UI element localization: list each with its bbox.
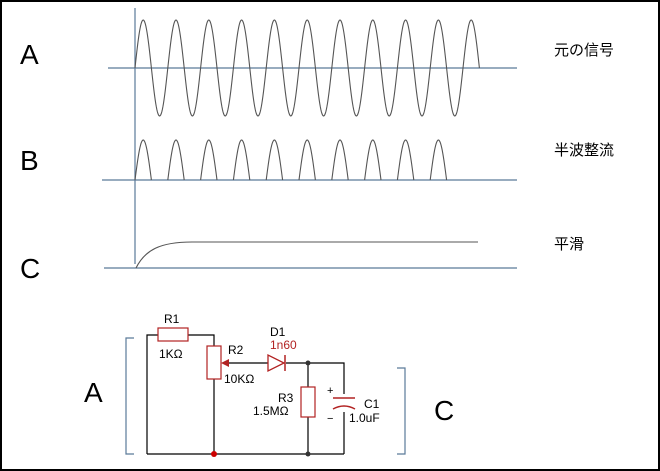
waveform-b-letter: B bbox=[20, 145, 39, 176]
r1-name: R1 bbox=[164, 312, 180, 326]
waveform-b-group: B 半波整流 bbox=[20, 139, 614, 181]
junction-top-r3 bbox=[305, 360, 311, 366]
waveform-c-letter: C bbox=[20, 253, 40, 284]
circuit-output-letter: C bbox=[434, 395, 454, 426]
d1-value: 1n60 bbox=[270, 338, 297, 352]
waveform-a-label: 元の信号 bbox=[554, 41, 614, 59]
circuit-wires bbox=[146, 334, 345, 455]
waveform-b-halfwave bbox=[134, 139, 448, 181]
waveform-c-group: C 平滑 bbox=[20, 235, 584, 284]
waveform-c-smoothed bbox=[135, 241, 478, 269]
waveform-a-sine bbox=[134, 19, 480, 117]
resistor-r3 bbox=[300, 386, 316, 418]
waveform-c-label: 平滑 bbox=[554, 235, 584, 253]
r3-name: R3 bbox=[278, 391, 294, 405]
capacitor-plus-sign: + bbox=[327, 385, 333, 397]
circuit-input-letter: A bbox=[84, 377, 103, 408]
r3-value: 1.5MΩ bbox=[253, 404, 289, 418]
r2-name: R2 bbox=[228, 343, 244, 357]
capacitor-minus-sign: − bbox=[327, 413, 333, 425]
junction-ground-r3 bbox=[305, 451, 311, 457]
r2-value: 10KΩ bbox=[224, 372, 254, 386]
c1-name: C1 bbox=[364, 397, 380, 411]
diode-d1 bbox=[267, 353, 286, 373]
capacitor-plate-bottom bbox=[332, 405, 356, 410]
output-bracket bbox=[397, 367, 406, 455]
input-bracket bbox=[125, 337, 134, 455]
potentiometer-r2 bbox=[206, 345, 222, 380]
resistor-r1 bbox=[157, 327, 189, 342]
circuit-group: A C R1 1KΩ R2 10KΩ D1 1n60 bbox=[84, 312, 454, 457]
c1-value: 1.0uF bbox=[349, 411, 380, 425]
junction-ground-red bbox=[211, 451, 217, 457]
potentiometer-wiper bbox=[221, 359, 229, 367]
d1-name: D1 bbox=[270, 325, 286, 339]
waveform-a-group: A 元の信号 bbox=[20, 8, 614, 264]
waveform-a-letter: A bbox=[20, 39, 39, 70]
r1-value: 1KΩ bbox=[159, 347, 183, 361]
waveform-b-label: 半波整流 bbox=[554, 141, 614, 159]
